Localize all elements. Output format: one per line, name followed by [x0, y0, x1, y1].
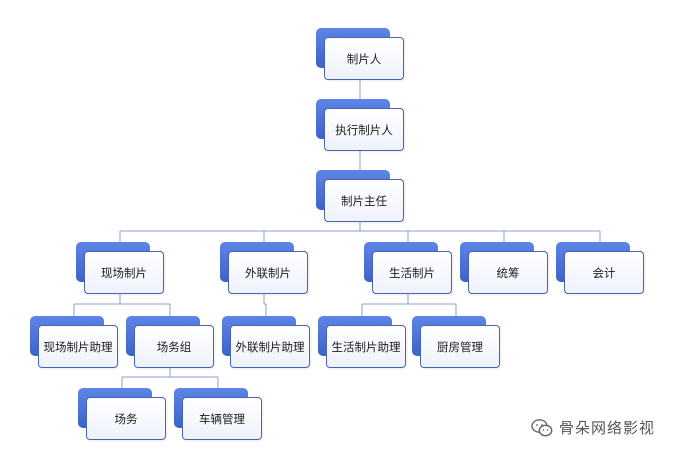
node-life-assistant: 生活制片助理	[318, 316, 406, 368]
node-label: 外联制片	[245, 265, 291, 280]
node-box: 现场制片	[84, 251, 164, 294]
node-production-director: 制片主任	[316, 170, 404, 222]
node-box: 制片主任	[324, 179, 404, 222]
node-box: 会计	[564, 251, 644, 294]
node-label: 会计	[592, 265, 616, 280]
node-label: 制片人	[346, 51, 382, 66]
watermark: 骨朵网络影视	[531, 417, 655, 438]
node-label: 场务	[114, 411, 138, 426]
node-vehicle-management: 车辆管理	[174, 388, 262, 440]
node-accounting: 会计	[556, 242, 644, 294]
node-onsite-assistant: 现场制片助理	[30, 316, 118, 368]
node-venue-group: 场务组	[126, 316, 214, 368]
node-box: 生活制片助理	[326, 325, 406, 368]
node-label: 生活制片助理	[331, 339, 401, 354]
node-life-production: 生活制片	[364, 242, 452, 294]
node-label: 外联制片助理	[235, 339, 305, 354]
node-box: 外联制片助理	[230, 325, 310, 368]
node-venue-affairs: 场务	[78, 388, 166, 440]
wechat-icon	[531, 418, 553, 436]
node-kitchen-management: 厨房管理	[412, 316, 500, 368]
node-label: 执行制片人	[335, 122, 393, 137]
node-external-production: 外联制片	[220, 242, 308, 294]
node-box: 现场制片助理	[38, 325, 118, 368]
watermark-text: 骨朵网络影视	[559, 419, 656, 437]
node-label: 厨房管理	[437, 339, 483, 354]
node-label: 车辆管理	[199, 411, 245, 426]
node-box: 统筹	[468, 251, 548, 294]
node-label: 现场制片助理	[43, 339, 113, 354]
node-label: 场务组	[156, 339, 192, 354]
node-label: 现场制片	[101, 265, 147, 280]
node-box: 场务	[86, 397, 166, 440]
node-coordination: 统筹	[460, 242, 548, 294]
node-box: 制片人	[324, 37, 404, 80]
node-box: 外联制片	[228, 251, 308, 294]
node-exec-producer: 执行制片人	[316, 99, 404, 151]
node-box: 生活制片	[372, 251, 452, 294]
node-label: 制片主任	[341, 193, 387, 208]
node-label: 生活制片	[389, 265, 435, 280]
node-box: 执行制片人	[324, 108, 404, 151]
node-producer: 制片人	[316, 28, 404, 80]
node-label: 统筹	[496, 265, 520, 280]
node-box: 厨房管理	[420, 325, 500, 368]
node-onsite-production: 现场制片	[76, 242, 164, 294]
node-external-assistant: 外联制片助理	[222, 316, 310, 368]
node-box: 车辆管理	[182, 397, 262, 440]
node-box: 场务组	[134, 325, 214, 368]
